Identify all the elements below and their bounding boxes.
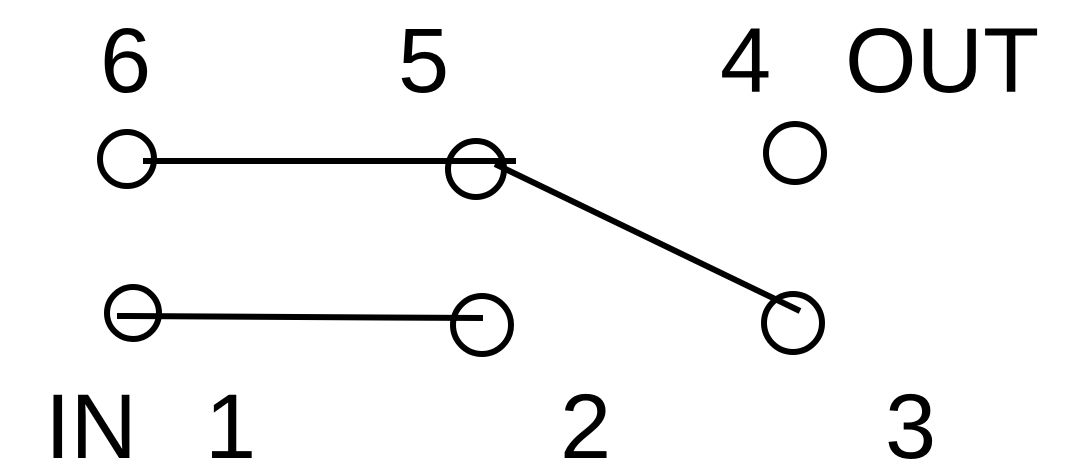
port-5-label: 5 [398,10,449,112]
out-label: OUT [845,10,1039,112]
port-1-circle [104,284,162,342]
port-2-label: 2 [560,376,611,474]
wire-5-to-3 [493,161,802,314]
port-2-circle [450,293,514,357]
port-4-label: 4 [720,10,771,112]
port-5-circle [445,138,507,200]
in-label: IN [45,376,137,474]
port-6-label: 6 [100,10,151,112]
port-3-label: 3 [885,376,936,474]
wire-1-to-2 [116,313,484,321]
port-3-circle [761,291,825,355]
port-6-circle [97,129,157,189]
port-4-circle [763,121,827,185]
port-1-label: 1 [205,376,256,474]
